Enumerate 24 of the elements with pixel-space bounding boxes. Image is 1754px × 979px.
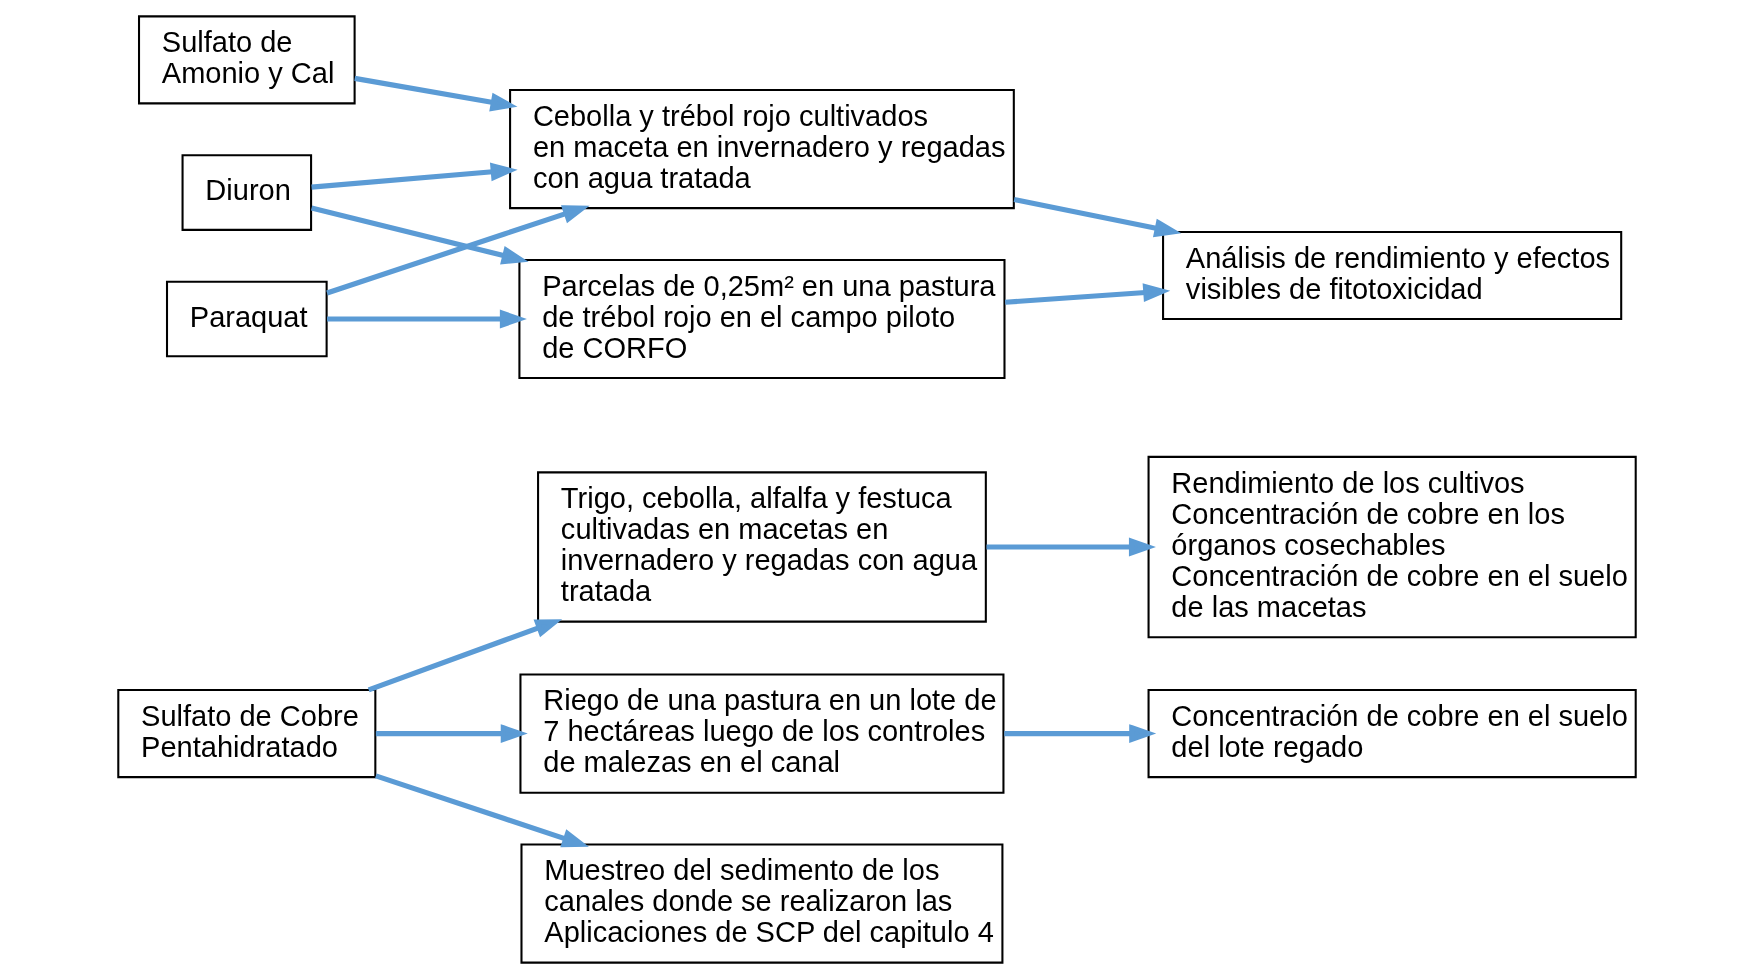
node-box: Trigo, cebolla, alfalfa y festuca cultivadas en macetas en invernadero y regadas con agua tratada xyxy=(537,471,987,623)
arrow xyxy=(327,309,527,329)
arrow xyxy=(354,75,518,112)
node-box: Paraquat xyxy=(165,280,328,358)
node-box: Diuron xyxy=(181,154,313,231)
node-box: Parcelas de 0,25m² en una pastura de trébol rojo en el campo piloto de CORFO xyxy=(518,258,1006,380)
arrow xyxy=(1005,283,1171,305)
arrow xyxy=(375,773,589,848)
node-box: Muestreo del sedimento de los canales donde se realizaron las Aplicaciones de SCP del capitulo 4 xyxy=(520,843,1004,964)
node-box: Sulfato de Amonio y Cal xyxy=(138,15,356,105)
node-box: Análisis de rendimiento y efectos visibles de fitotoxicidad xyxy=(1162,230,1623,321)
arrow xyxy=(375,724,528,744)
node-box: Cebolla y trébol rojo cultivados en maceta en invernadero y regadas con agua tratada xyxy=(509,88,1015,210)
arrow xyxy=(310,205,529,265)
arrow xyxy=(1013,197,1182,238)
node-box: Concentración de cobre en el suelo del lote regado xyxy=(1147,689,1637,779)
arrow xyxy=(986,537,1156,557)
arrow xyxy=(367,619,563,693)
node-box: Rendimiento de los cultivos Concentración de cobre en los órganos cosechables Concentración de cobre en el suelo de las macetas xyxy=(1147,455,1637,639)
node-box: Sulfato de Cobre Pentahidratado xyxy=(117,689,377,779)
arrow xyxy=(1004,724,1157,744)
arrow xyxy=(326,205,590,296)
arrow xyxy=(311,162,518,190)
node-box: Riego de una pastura en un lote de 7 hectáreas luego de los controles de malezas en el canal xyxy=(519,673,1005,794)
